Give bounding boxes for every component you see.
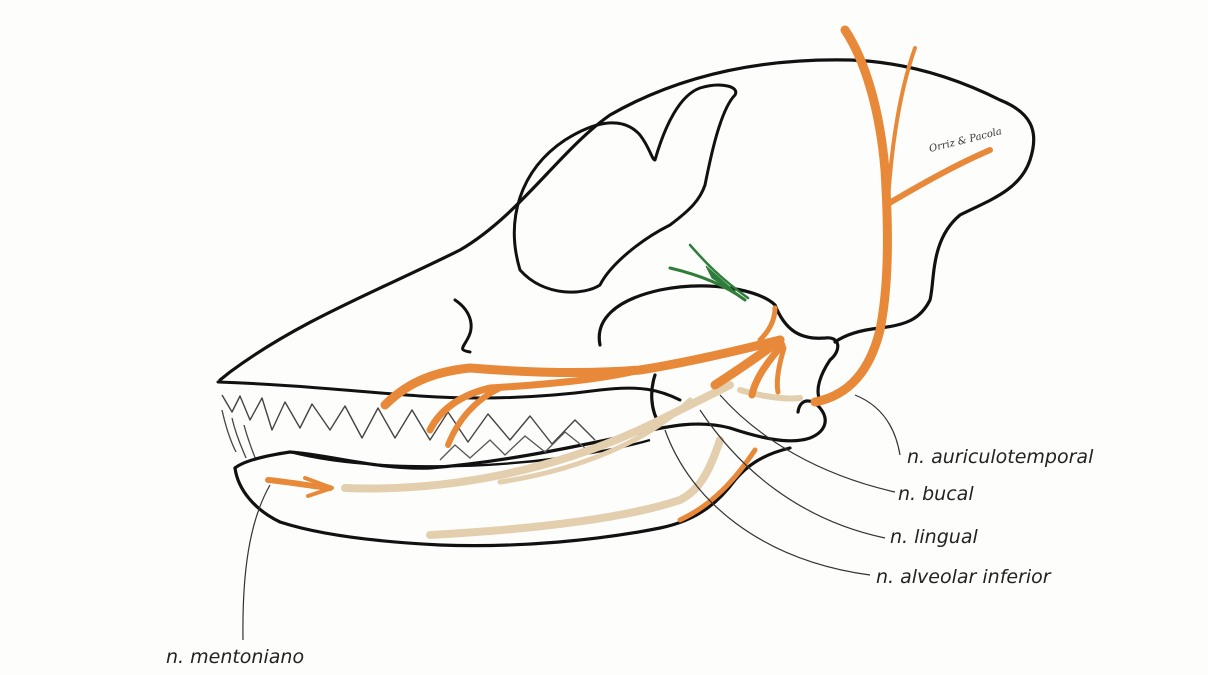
- cranium-outline: [220, 60, 1034, 380]
- label-lingual: n. lingual: [890, 526, 978, 548]
- label-auriculotemporal: n. auriculotemporal: [907, 446, 1094, 468]
- maxilla-line: [218, 382, 680, 400]
- label-mentoniano: n. mentoniano: [166, 646, 304, 668]
- leader-alveolar: [665, 430, 870, 575]
- leader-lingual: [700, 410, 885, 538]
- leader-bucal: [720, 395, 895, 492]
- orbit-outline: [514, 85, 735, 292]
- label-alveolar-inferior: n. alveolar inferior: [876, 566, 1052, 588]
- leader-auriculotemporal: [855, 395, 900, 455]
- leader-lines: [243, 395, 900, 640]
- upper-teeth: [222, 395, 595, 444]
- infraorbital-curl: [455, 300, 471, 352]
- green-nerve-accent: [670, 245, 748, 300]
- label-bucal: n. bucal: [898, 483, 974, 505]
